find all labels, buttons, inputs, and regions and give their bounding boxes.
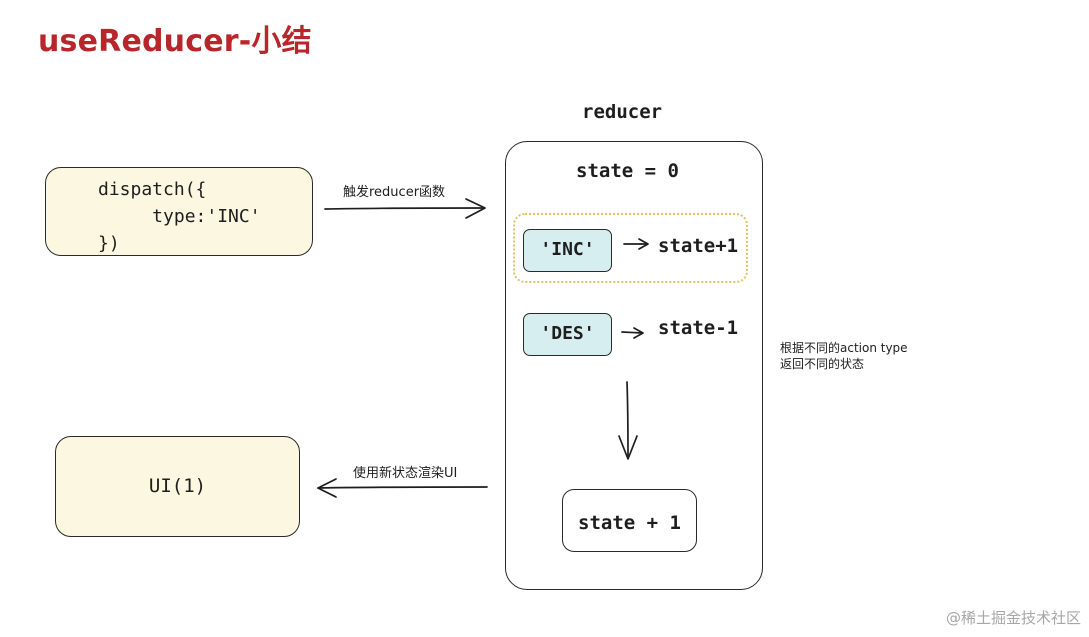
dispatch-code: dispatch({ type:'INC' }) xyxy=(98,179,261,254)
ui-box: UI(1) xyxy=(55,436,300,537)
des-small-arrow xyxy=(621,327,644,339)
watermark: @稀土掘金技术社区 xyxy=(945,609,1081,627)
inc-small-arrow xyxy=(623,238,649,250)
page-title: useReducer-小结 xyxy=(38,24,312,59)
ui-label: UI(1) xyxy=(148,475,207,497)
side-note-line-1: 根据不同的action type xyxy=(780,341,908,355)
inc-case-highlight xyxy=(513,213,748,283)
initial-state: state = 0 xyxy=(576,160,679,182)
dispatch-box xyxy=(45,167,313,256)
down-arrow xyxy=(618,381,638,460)
trigger-arrow-label: 触发reducer函数 xyxy=(343,185,446,200)
reducer-container xyxy=(505,141,763,590)
result-box: state + 1 xyxy=(562,489,697,552)
side-note-line-2: 返回不同的状态 xyxy=(780,357,865,371)
trigger-arrow xyxy=(324,198,486,219)
case-effect-des: state-1 xyxy=(658,317,739,339)
case-effect-inc: state+1 xyxy=(658,235,739,257)
reducer-label: reducer xyxy=(582,101,663,123)
result-label: state + 1 xyxy=(578,512,681,534)
render-arrow-label: 使用新状态渲染UI xyxy=(353,466,458,481)
render-arrow xyxy=(317,478,488,498)
side-note: 根据不同的action type 返回不同的状态 xyxy=(780,340,908,372)
case-key-des: 'DES' xyxy=(523,313,612,356)
case-key-inc: 'INC' xyxy=(523,229,612,272)
